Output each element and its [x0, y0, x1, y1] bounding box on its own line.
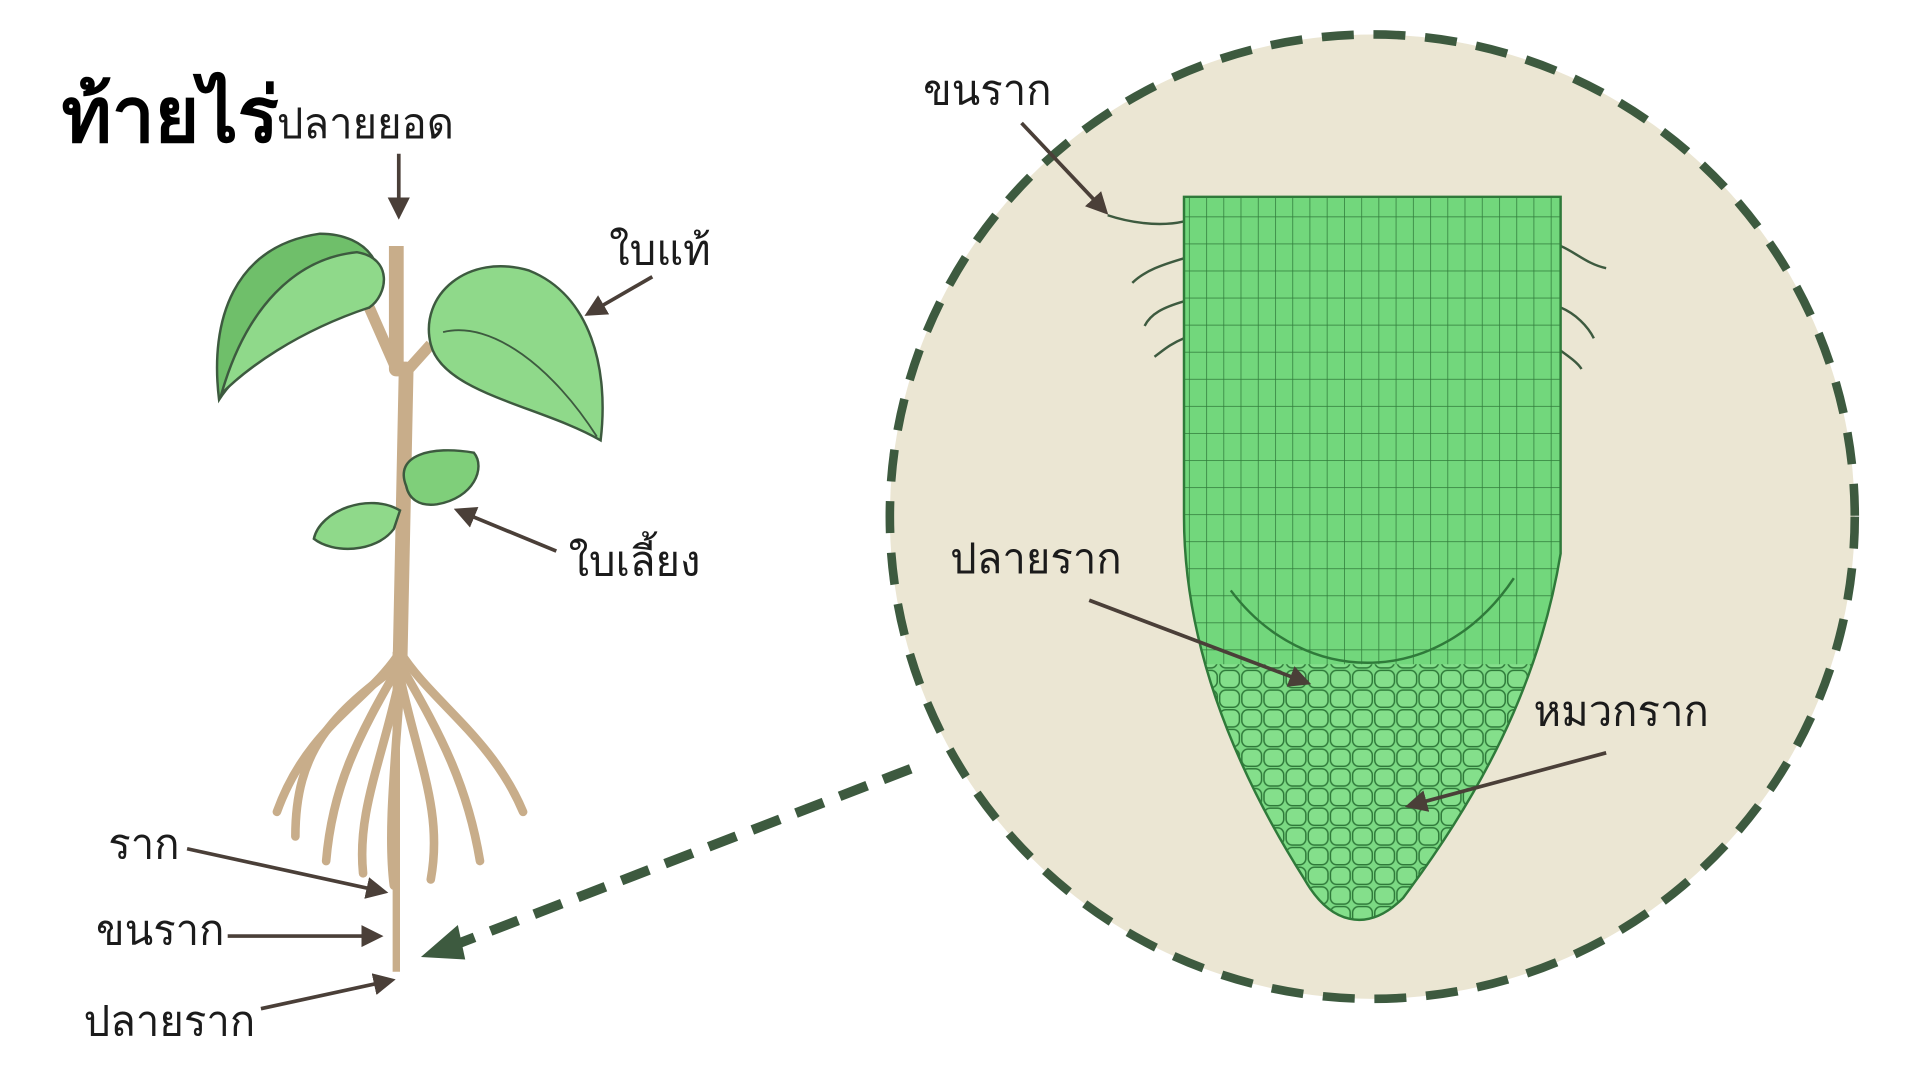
title: ท้ายไร่ [62, 70, 279, 159]
zoom-label-root-hair: ขนราก [923, 66, 1052, 115]
zoom-pointer-arrowhead [420, 925, 466, 960]
zoom-pointer-line [453, 764, 913, 950]
plant-illustration [215, 232, 604, 972]
zoom-label-root-tip: ปลายราก [950, 534, 1122, 583]
label-root-tip: ปลายราก [84, 997, 256, 1046]
label-root-hair: ขนราก [96, 906, 225, 955]
label-root: ราก [108, 820, 179, 869]
label-true-leaf: ใบแท้ [609, 225, 711, 274]
root-hairs [1107, 214, 1607, 370]
zoom-label-root-cap: หมวกราก [1534, 687, 1709, 736]
label-cotyledon: ใบเลี้ยง [569, 531, 701, 586]
label-shoot-tip: ปลายยอด [277, 99, 454, 148]
